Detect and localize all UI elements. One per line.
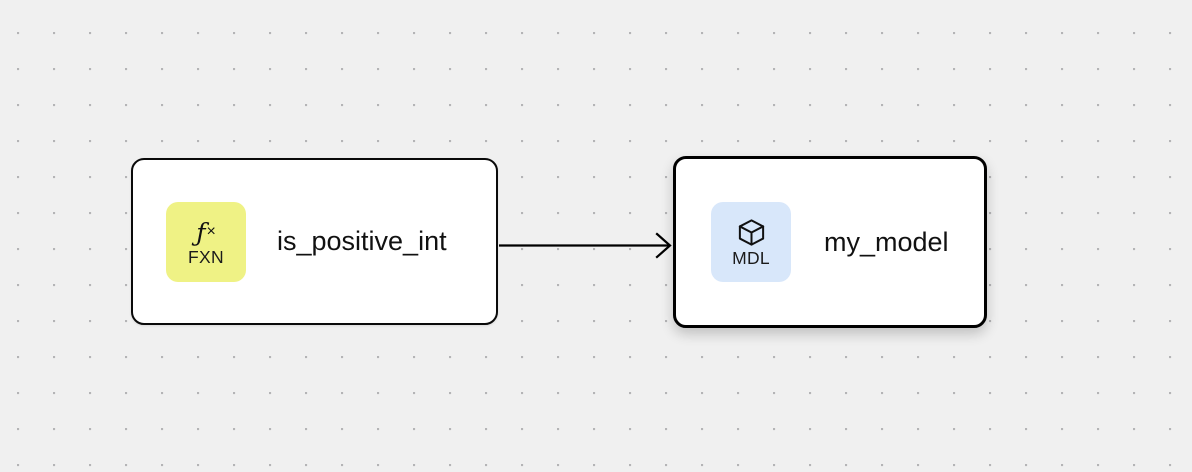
cube-box-icon — [736, 217, 767, 249]
node-type-badge-label: MDL — [732, 247, 770, 268]
node-is_positive_int[interactable]: ƒ× FXN is_positive_int — [131, 158, 498, 325]
edge-arrowhead-icon — [655, 232, 672, 259]
node-title: my_model — [824, 226, 949, 257]
edge-is_positive_int-to-my_model[interactable] — [499, 232, 672, 259]
node-my_model[interactable]: MDL my_model — [673, 156, 987, 328]
fx-x-symbol: × — [206, 223, 216, 241]
function-fx-icon: ƒ× — [196, 216, 216, 248]
node-type-badge-mdl: MDL — [711, 202, 791, 282]
node-type-badge-fxn: ƒ× FXN — [166, 201, 246, 282]
fx-symbol: ƒ — [196, 217, 206, 247]
node-title: is_positive_int — [277, 226, 447, 256]
node-type-badge-label: FXN — [188, 247, 224, 268]
